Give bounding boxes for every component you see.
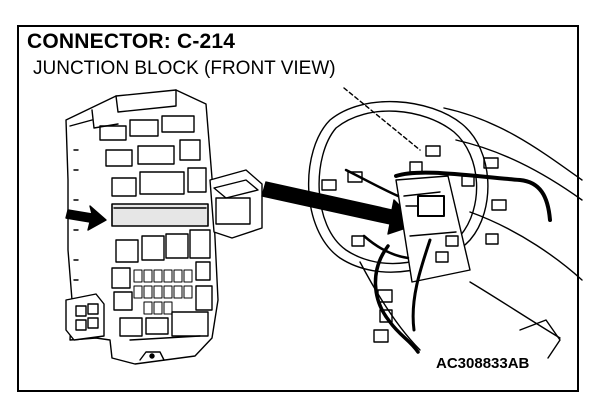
pointer-arrow (65, 205, 107, 231)
connector-title: CONNECTOR: C-214 (27, 30, 236, 53)
dashboard-view (261, 87, 583, 359)
figure-code: AC308833AB (436, 355, 530, 372)
junction-block (65, 89, 263, 365)
component-subtitle: JUNCTION BLOCK (FRONT VIEW) (33, 58, 336, 79)
